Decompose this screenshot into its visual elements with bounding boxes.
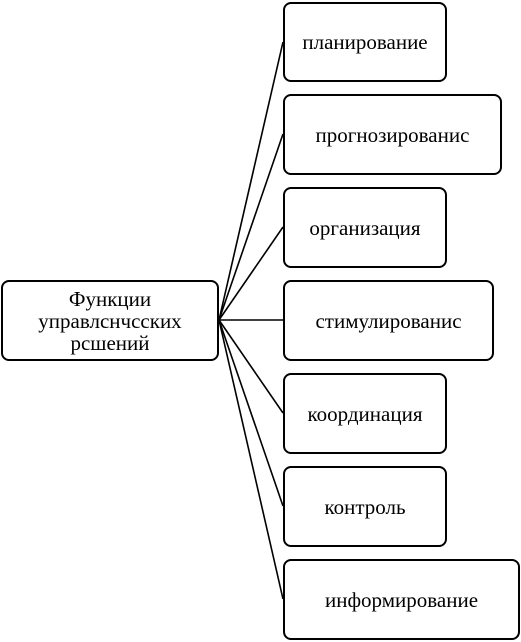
root-node-line-3: рсшений xyxy=(70,330,150,355)
function-box-coordination: координация xyxy=(283,373,447,454)
function-label-coordination: координация xyxy=(307,401,423,426)
root-node-box: Функции управлснчсских рсшений xyxy=(1,280,219,361)
root-node-line-1: Функции xyxy=(68,286,152,311)
connector-line-organization xyxy=(218,226,284,321)
function-label-forecasting: прогнозированис xyxy=(315,122,470,147)
function-label-organization: организация xyxy=(309,215,421,240)
connector-line-informing xyxy=(218,319,284,600)
root-node-label: Функции управлснчсских рсшений xyxy=(32,288,187,354)
function-box-organization: организация xyxy=(283,187,447,268)
connector-line-forecasting xyxy=(218,133,284,321)
function-box-control: контроль xyxy=(283,466,447,547)
function-label-planning: планирование xyxy=(302,30,428,54)
function-label-informing: информирование xyxy=(324,587,479,612)
connector-line-control xyxy=(218,319,284,507)
connector-line-coordination xyxy=(218,319,284,414)
root-node-line-2: управлснчсских xyxy=(38,308,182,333)
function-box-planning: планирование xyxy=(283,2,447,82)
function-label-control: контроль xyxy=(324,494,406,519)
function-box-forecasting: прогнозированис xyxy=(283,94,502,175)
function-label-stimulation: стимулированис xyxy=(315,308,462,333)
function-box-stimulation: стимулированис xyxy=(283,280,494,361)
connector-line-planning xyxy=(218,41,284,321)
function-box-informing: информирование xyxy=(283,559,520,640)
